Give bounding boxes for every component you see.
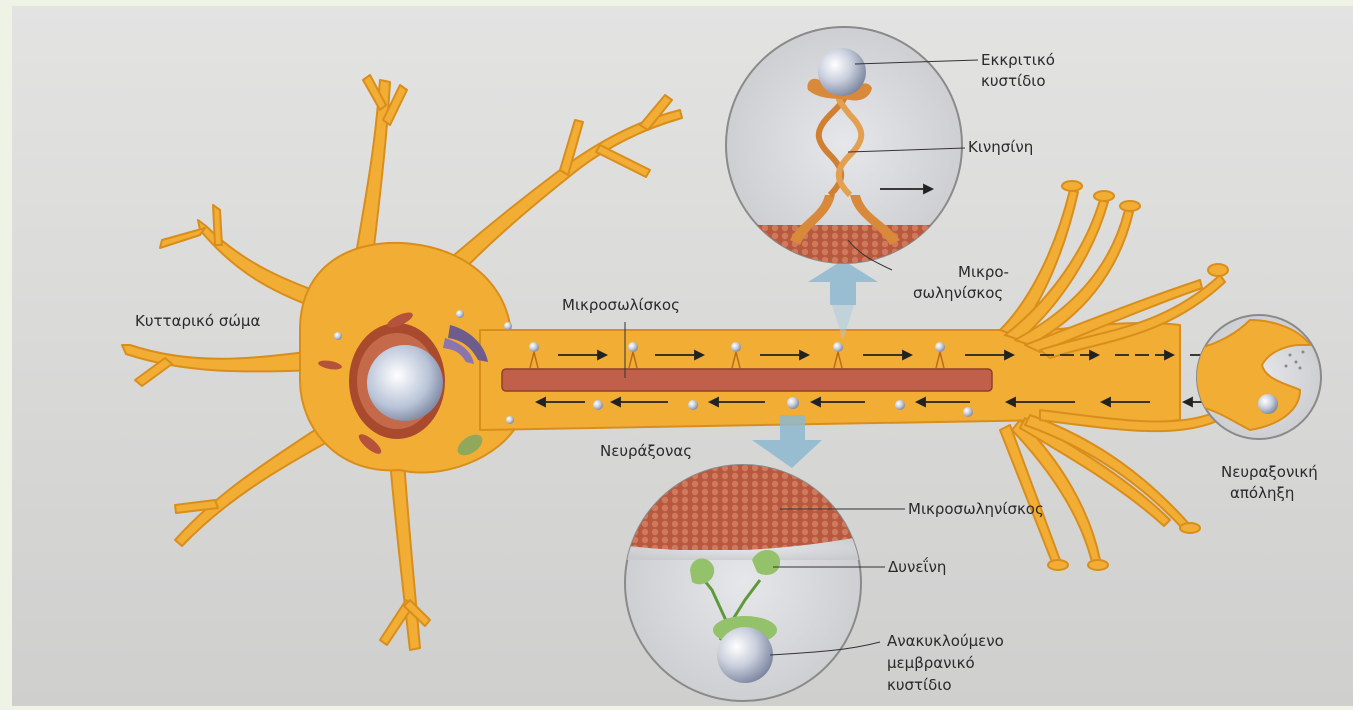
vesicle	[593, 400, 603, 410]
recycled-membrane-vesicle	[717, 627, 773, 683]
label-cell-body: Κυτταρικό σώμα	[135, 312, 260, 330]
label-recycled-vesicle-line2: μεμβρανικό	[887, 654, 975, 672]
vesicle	[731, 342, 741, 352]
vesicle	[895, 400, 905, 410]
vesicle	[787, 397, 799, 409]
axon-microtubule	[502, 369, 992, 391]
secretory-vesicle	[818, 48, 866, 96]
label-axon-terminal-line1: Νευραξονική	[1221, 463, 1318, 481]
vesicle	[963, 407, 973, 417]
label-axon: Νευράξονας	[600, 442, 692, 460]
label-recycled-vesicle-line3: κυστίδιο	[887, 676, 952, 694]
label-dynein: Δυνεΐνη	[888, 556, 946, 576]
nucleus	[367, 345, 443, 421]
vesicle	[1258, 394, 1278, 414]
vesicle	[529, 342, 539, 352]
label-microtubule-bottom: Μικροσωληνίσκος	[908, 500, 1044, 518]
vesicle	[833, 342, 843, 352]
vesicle	[628, 342, 638, 352]
label-axon-terminal-line2: απόληξη	[1230, 484, 1294, 502]
label-secretory-vesicle-line2: κυστίδιο	[981, 72, 1046, 90]
label-secretory-vesicle-line1: Εκκριτικό	[981, 51, 1055, 69]
vesicle	[935, 342, 945, 352]
label-kinesin: Κινησίνη	[968, 138, 1033, 156]
vesicle	[688, 400, 698, 410]
label-microtubule-top-line2: σωληνίσκος	[913, 284, 1003, 302]
label-microtubule-top-line1: Μικρο-	[958, 263, 1009, 281]
label-recycled-vesicle-line1: Ανακυκλούμενο	[887, 632, 1004, 650]
label-microtubule: Μικροσωλίσκος	[562, 296, 680, 314]
